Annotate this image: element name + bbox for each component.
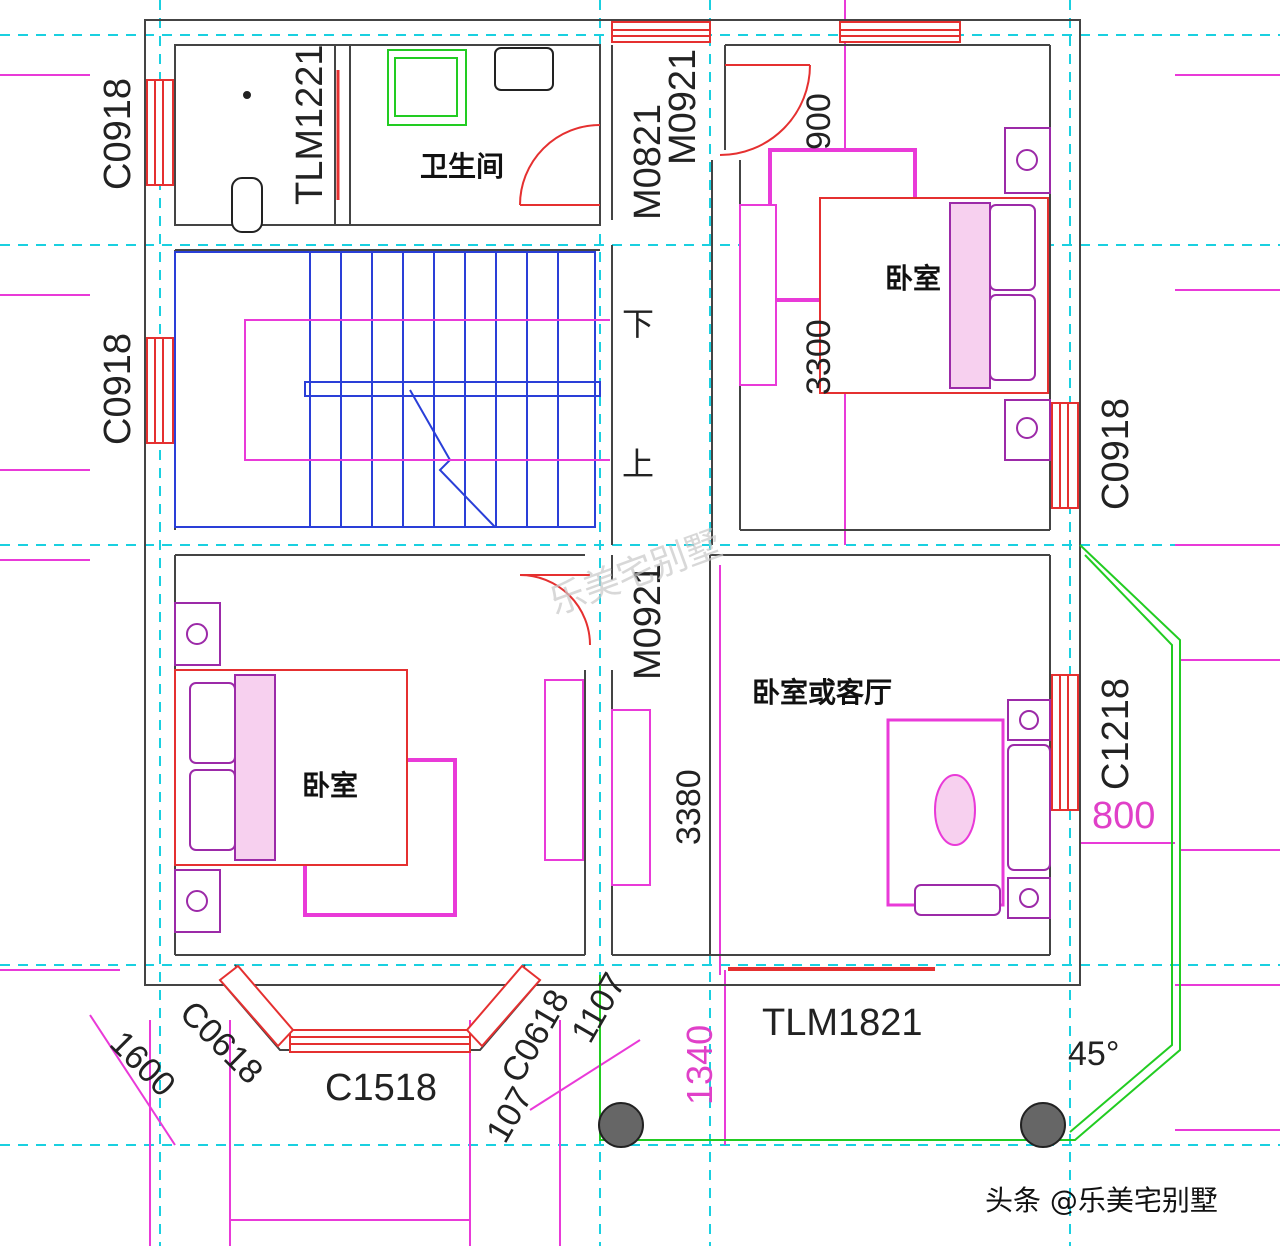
code-tlm1821: TLM1821 [762,1002,923,1044]
window-s-c1518 [289,1029,471,1053]
bed-sw [174,602,457,933]
wardrobes [544,204,777,886]
dim-1600: 1600 [102,1024,182,1104]
window-n-1 [611,21,711,43]
dim-107: 107 [479,1081,540,1149]
dim-1107: 1107 [564,967,633,1049]
stair-label-up: 上 [622,446,654,482]
balcony [599,544,1181,1141]
window-s-c0618-l [218,964,295,1048]
room-label-bathroom: 卫生间 [420,150,504,183]
dim-3380: 3380 [670,769,708,845]
dim-800: 800 [1092,795,1155,837]
dim-900: 900 [800,93,838,150]
room-label-bedroom-ne: 卧室 [885,262,941,295]
window-e-bedroom [1051,402,1079,509]
window-w-mid [146,337,174,444]
window-s-c0618-r [465,964,542,1048]
code-m0921-top: M0921 [662,49,704,165]
code-c0918-c: C0918 [1095,398,1137,510]
living-furniture [886,699,1051,919]
stairs [174,251,601,528]
bathroom-fixtures [231,47,554,233]
room-label-living: 卧室或客厅 [752,676,892,709]
code-c1518: C1518 [325,1067,437,1109]
window-n-2 [839,21,961,43]
code-c0918-b: C0918 [97,333,139,445]
dim-1340: 1340 [679,1025,720,1105]
code-m0921-mid: M0921 [627,564,669,680]
dim-3300: 3300 [800,319,838,395]
window-w-top [146,79,174,186]
watermark-corner: 头条 @乐美宅别墅 [985,1184,1218,1217]
stair-label-down: 下 [622,306,654,342]
code-tlm1221: TLM1221 [289,44,331,205]
code-m0821: M0821 [627,104,669,220]
dim-angle: 45° [1068,1035,1119,1073]
code-c1218: C1218 [1095,678,1137,790]
columns [598,1102,1066,1148]
stair-arrows [244,319,610,461]
code-c0918-a: C0918 [97,78,139,190]
windows [146,21,1079,1053]
doors [519,64,811,646]
window-e-living [1051,674,1079,811]
room-label-bedroom-sw: 卧室 [302,769,358,802]
